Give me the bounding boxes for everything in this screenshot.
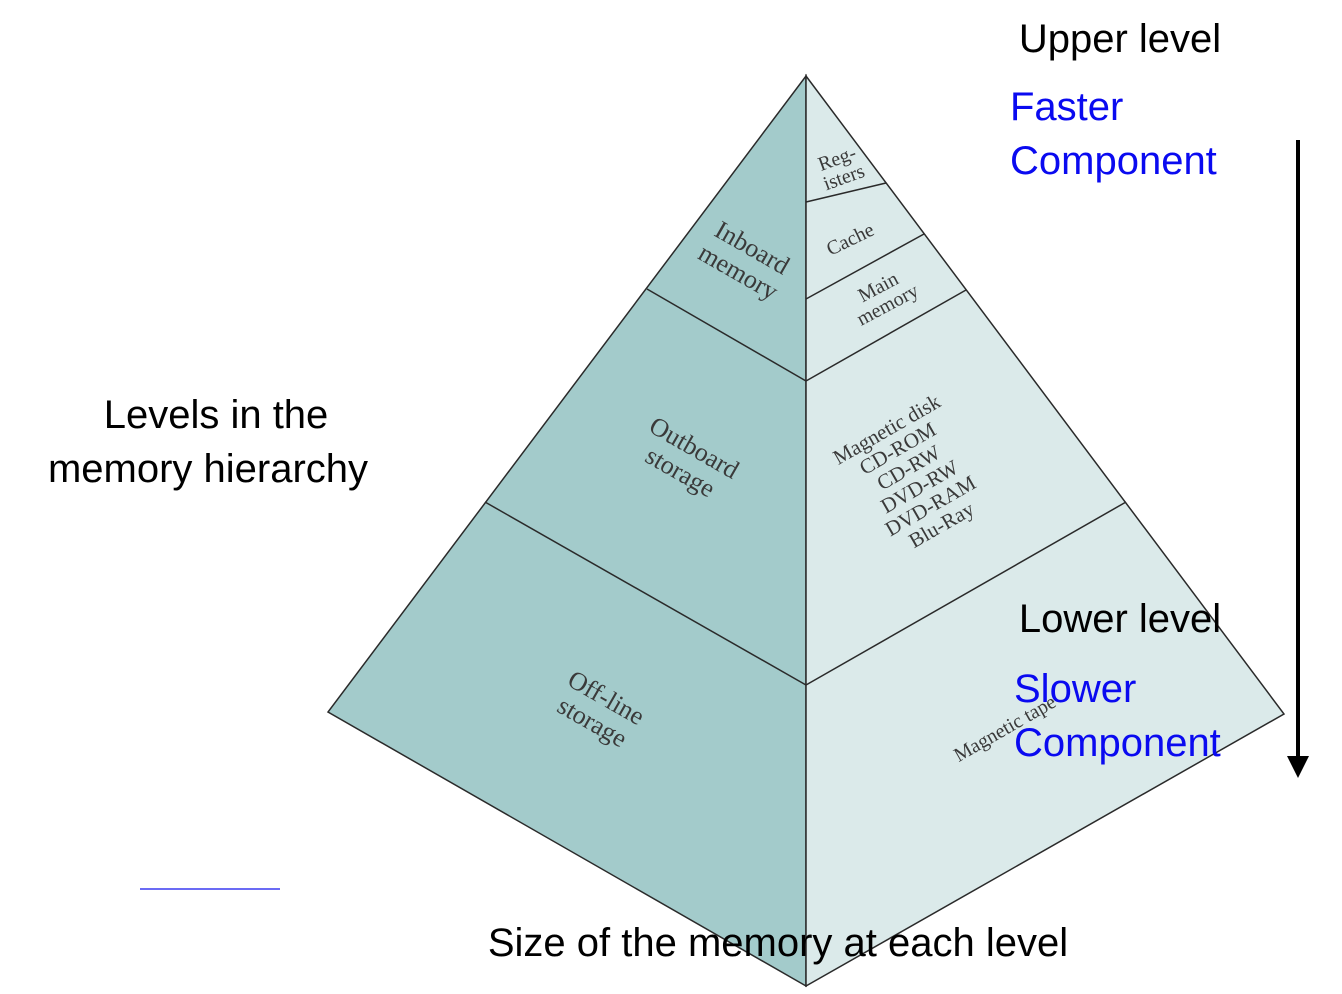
left-divider-inboard [646, 288, 807, 382]
slower-label-line2: Component [1014, 721, 1221, 765]
arrow-down-icon [1287, 140, 1309, 778]
right-divider-main [805, 289, 967, 382]
levels-caption-line2: memory hierarchy [48, 447, 368, 491]
right-divider-cache [805, 233, 925, 300]
slower-label-line1: Slower [1014, 667, 1136, 711]
lower-level-label: Lower level [1019, 597, 1221, 641]
faster-label-line1: Faster [1010, 85, 1123, 129]
right-divider-media [805, 501, 1127, 686]
upper-level-label: Upper level [1019, 17, 1221, 61]
pyramid-right-face [805, 73, 1286, 988]
faster-label-line2: Component [1010, 139, 1217, 183]
left-divider-outboard [484, 501, 807, 686]
levels-caption-line1: Levels in the [104, 393, 329, 437]
pyramid-left-face [326, 73, 807, 988]
right-divider-registers [805, 182, 887, 203]
size-caption: Size of the memory at each level [488, 921, 1068, 965]
